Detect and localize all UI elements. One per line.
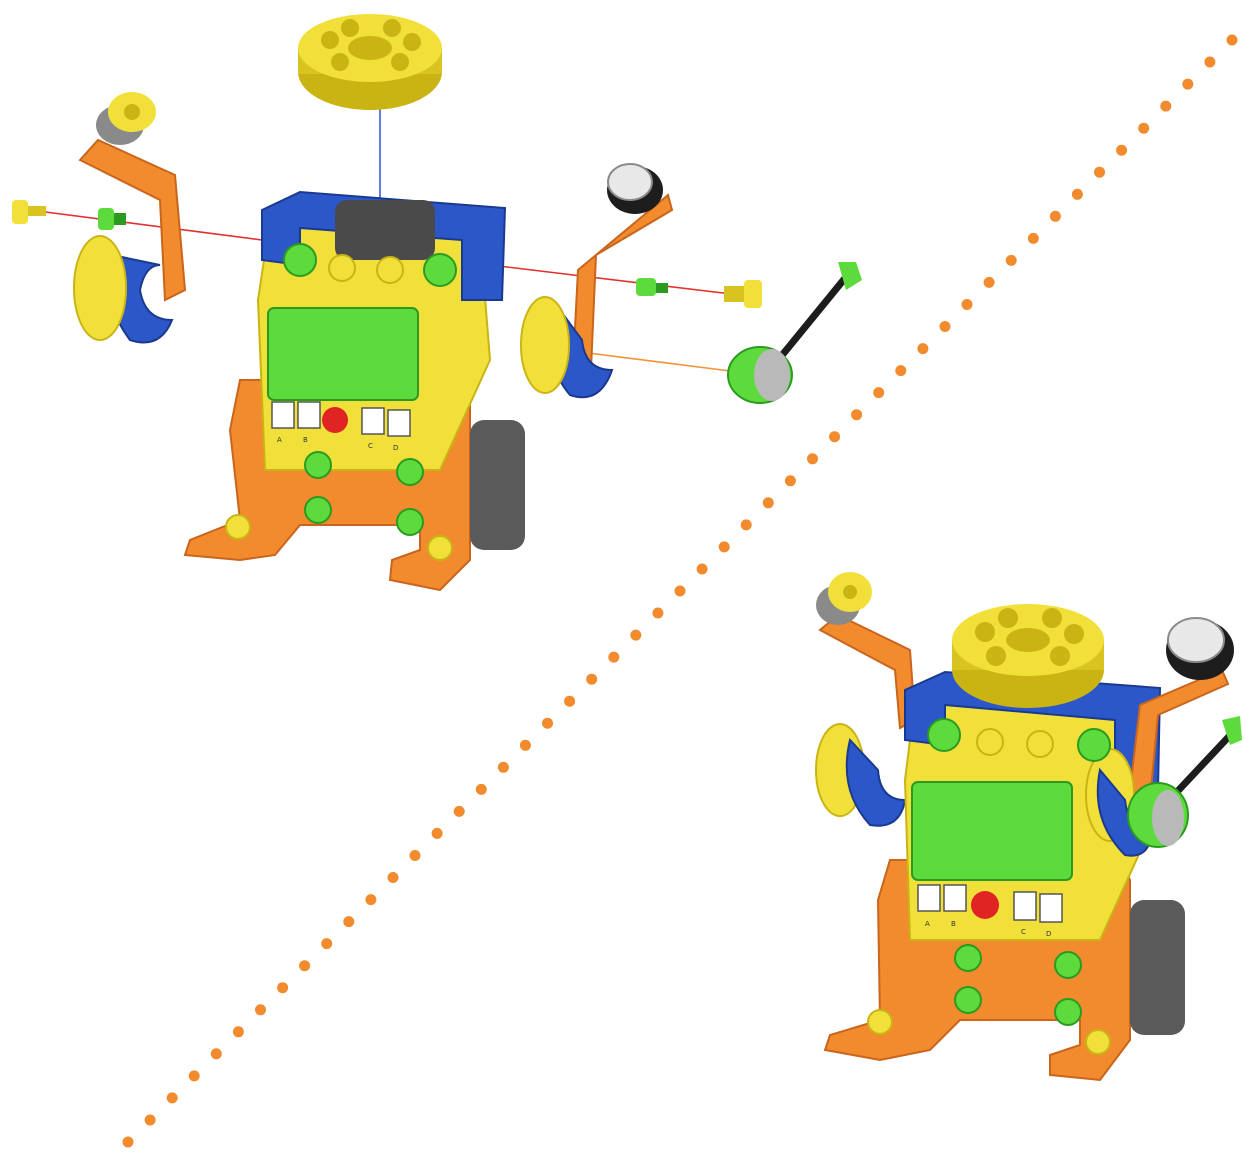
drive-wheel-assembled xyxy=(1130,900,1185,1035)
divider-dot xyxy=(1227,35,1238,46)
divider-dot xyxy=(520,740,531,751)
divider-dot xyxy=(454,806,465,817)
divider-dot xyxy=(343,916,354,927)
divider-dot xyxy=(233,1026,244,1037)
divider-dot xyxy=(895,365,906,376)
top-wheel-assembled xyxy=(952,604,1104,708)
divider-dot xyxy=(675,586,686,597)
divider-dot xyxy=(432,828,443,839)
divider-dot xyxy=(785,475,796,486)
divider-dot xyxy=(167,1092,178,1103)
robot-body-exploded xyxy=(185,192,525,590)
divider-dot xyxy=(851,409,862,420)
divider-dot xyxy=(365,894,376,905)
divider-dot xyxy=(1204,57,1215,68)
divider-dot xyxy=(123,1137,134,1148)
assembled-view xyxy=(816,572,1242,1080)
divider-dot xyxy=(299,960,310,971)
left-claw-assembled xyxy=(847,740,905,826)
divider-dot xyxy=(277,982,288,993)
left-screw-yellow xyxy=(12,200,46,224)
divider-dot xyxy=(984,277,995,288)
divider-dot xyxy=(940,321,951,332)
divider-dot xyxy=(1116,145,1127,156)
port-label-a: A xyxy=(925,920,930,928)
divider-dot xyxy=(1006,255,1017,266)
divider-dot xyxy=(763,497,774,508)
port-label-b-exploded: B xyxy=(303,436,308,444)
divider-dot xyxy=(1094,167,1105,178)
divider-dot xyxy=(498,762,509,773)
divider-dot xyxy=(1182,79,1193,90)
right-meter-assembled xyxy=(1166,618,1234,680)
divider-dot xyxy=(1028,233,1039,244)
left-arm-assembled xyxy=(820,615,915,728)
divider-dot xyxy=(807,453,818,464)
divider-dot xyxy=(1050,211,1061,222)
top-wheel-gear xyxy=(298,14,442,110)
left-hand-yellow xyxy=(74,236,126,340)
divider-dot xyxy=(1138,123,1149,134)
right-screw-yellow xyxy=(724,280,762,308)
divider-dot xyxy=(476,784,487,795)
port-d-socket xyxy=(1040,894,1062,922)
port-label-c-exploded: C xyxy=(368,442,373,450)
port-label-d: D xyxy=(1046,930,1051,938)
divider-dot xyxy=(255,1004,266,1015)
divider-dot xyxy=(741,519,752,530)
divider-dot xyxy=(564,696,575,707)
divider-dot xyxy=(652,608,663,619)
divider-dot xyxy=(388,872,399,883)
divider-dot xyxy=(608,652,619,663)
port-b-socket xyxy=(944,885,966,911)
right-hand-yellow xyxy=(521,297,569,393)
exploded-view: A B C D xyxy=(12,14,862,590)
divider-dot xyxy=(719,541,730,552)
port-c-socket xyxy=(1014,892,1036,920)
left-peg-green xyxy=(98,208,126,230)
divider-dot xyxy=(697,564,708,575)
divider-dot xyxy=(630,630,641,641)
divider-dot xyxy=(542,718,553,729)
divider-dot xyxy=(917,343,928,354)
port-a-socket xyxy=(918,885,940,911)
port-label-c: C xyxy=(1021,928,1026,936)
right-peg-green xyxy=(636,278,668,296)
divider-dot xyxy=(321,938,332,949)
assembly-axis-red-left xyxy=(30,210,262,240)
power-button xyxy=(971,891,999,919)
divider-dot xyxy=(873,387,884,398)
port-label-b: B xyxy=(951,920,956,928)
divider-dot xyxy=(1160,101,1171,112)
divider-dot xyxy=(410,850,421,861)
divider-dot xyxy=(189,1070,200,1081)
assembly-axis-red-right xyxy=(482,264,748,296)
divider-dot xyxy=(211,1048,222,1059)
divider-dot xyxy=(586,674,597,685)
divider-dot xyxy=(1072,189,1083,200)
left-sensor-assembled xyxy=(816,572,872,625)
port-label-a-exploded: A xyxy=(277,436,282,444)
divider-dot xyxy=(145,1115,156,1126)
battery-pack-assembled xyxy=(912,782,1072,880)
divider-dot xyxy=(962,299,973,310)
port-label-d-exploded: D xyxy=(393,444,398,452)
divider-dot xyxy=(829,431,840,442)
